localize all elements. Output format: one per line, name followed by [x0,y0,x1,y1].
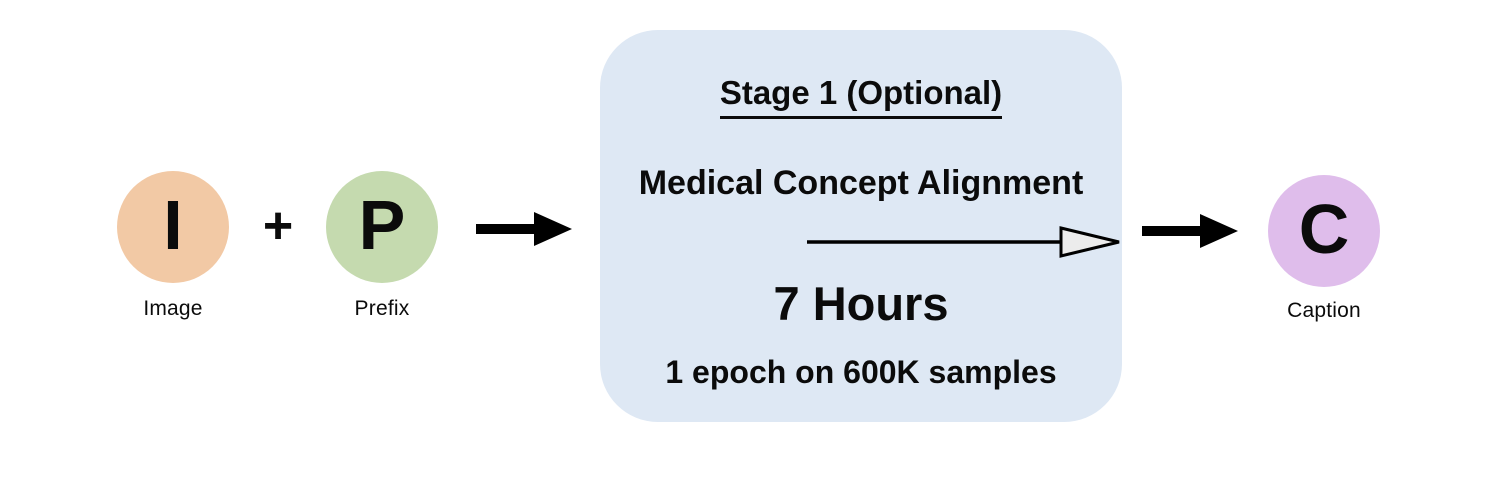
stage1-task: Medical Concept Alignment [638,164,1084,202]
stage1-title: Stage 1 (Optional) [600,74,1122,119]
prefix-label: Prefix [354,297,410,320]
plus-operator: + [262,197,294,255]
caption-symbol: C [1298,190,1350,268]
prefix-symbol: P [358,186,406,264]
image-symbol: I [163,186,183,264]
caption-label: Caption [1287,299,1361,322]
input-node-image: I [117,171,229,283]
stage1-box: Stage 1 (Optional) Medical Concept Align… [600,30,1122,422]
output-node-caption: C [1268,175,1380,287]
stage1-duration: 7 Hours [773,277,949,330]
right-arrow-icon [476,212,572,246]
image-label: Image [143,297,203,320]
input-node-prefix: P [326,171,438,283]
right-arrow-icon [1142,214,1238,248]
stage1-details: 1 epoch on 600K samples [665,354,1057,390]
stage1-title-text: Stage 1 (Optional) [719,74,1003,119]
progress-arrow-icon [807,226,1120,258]
